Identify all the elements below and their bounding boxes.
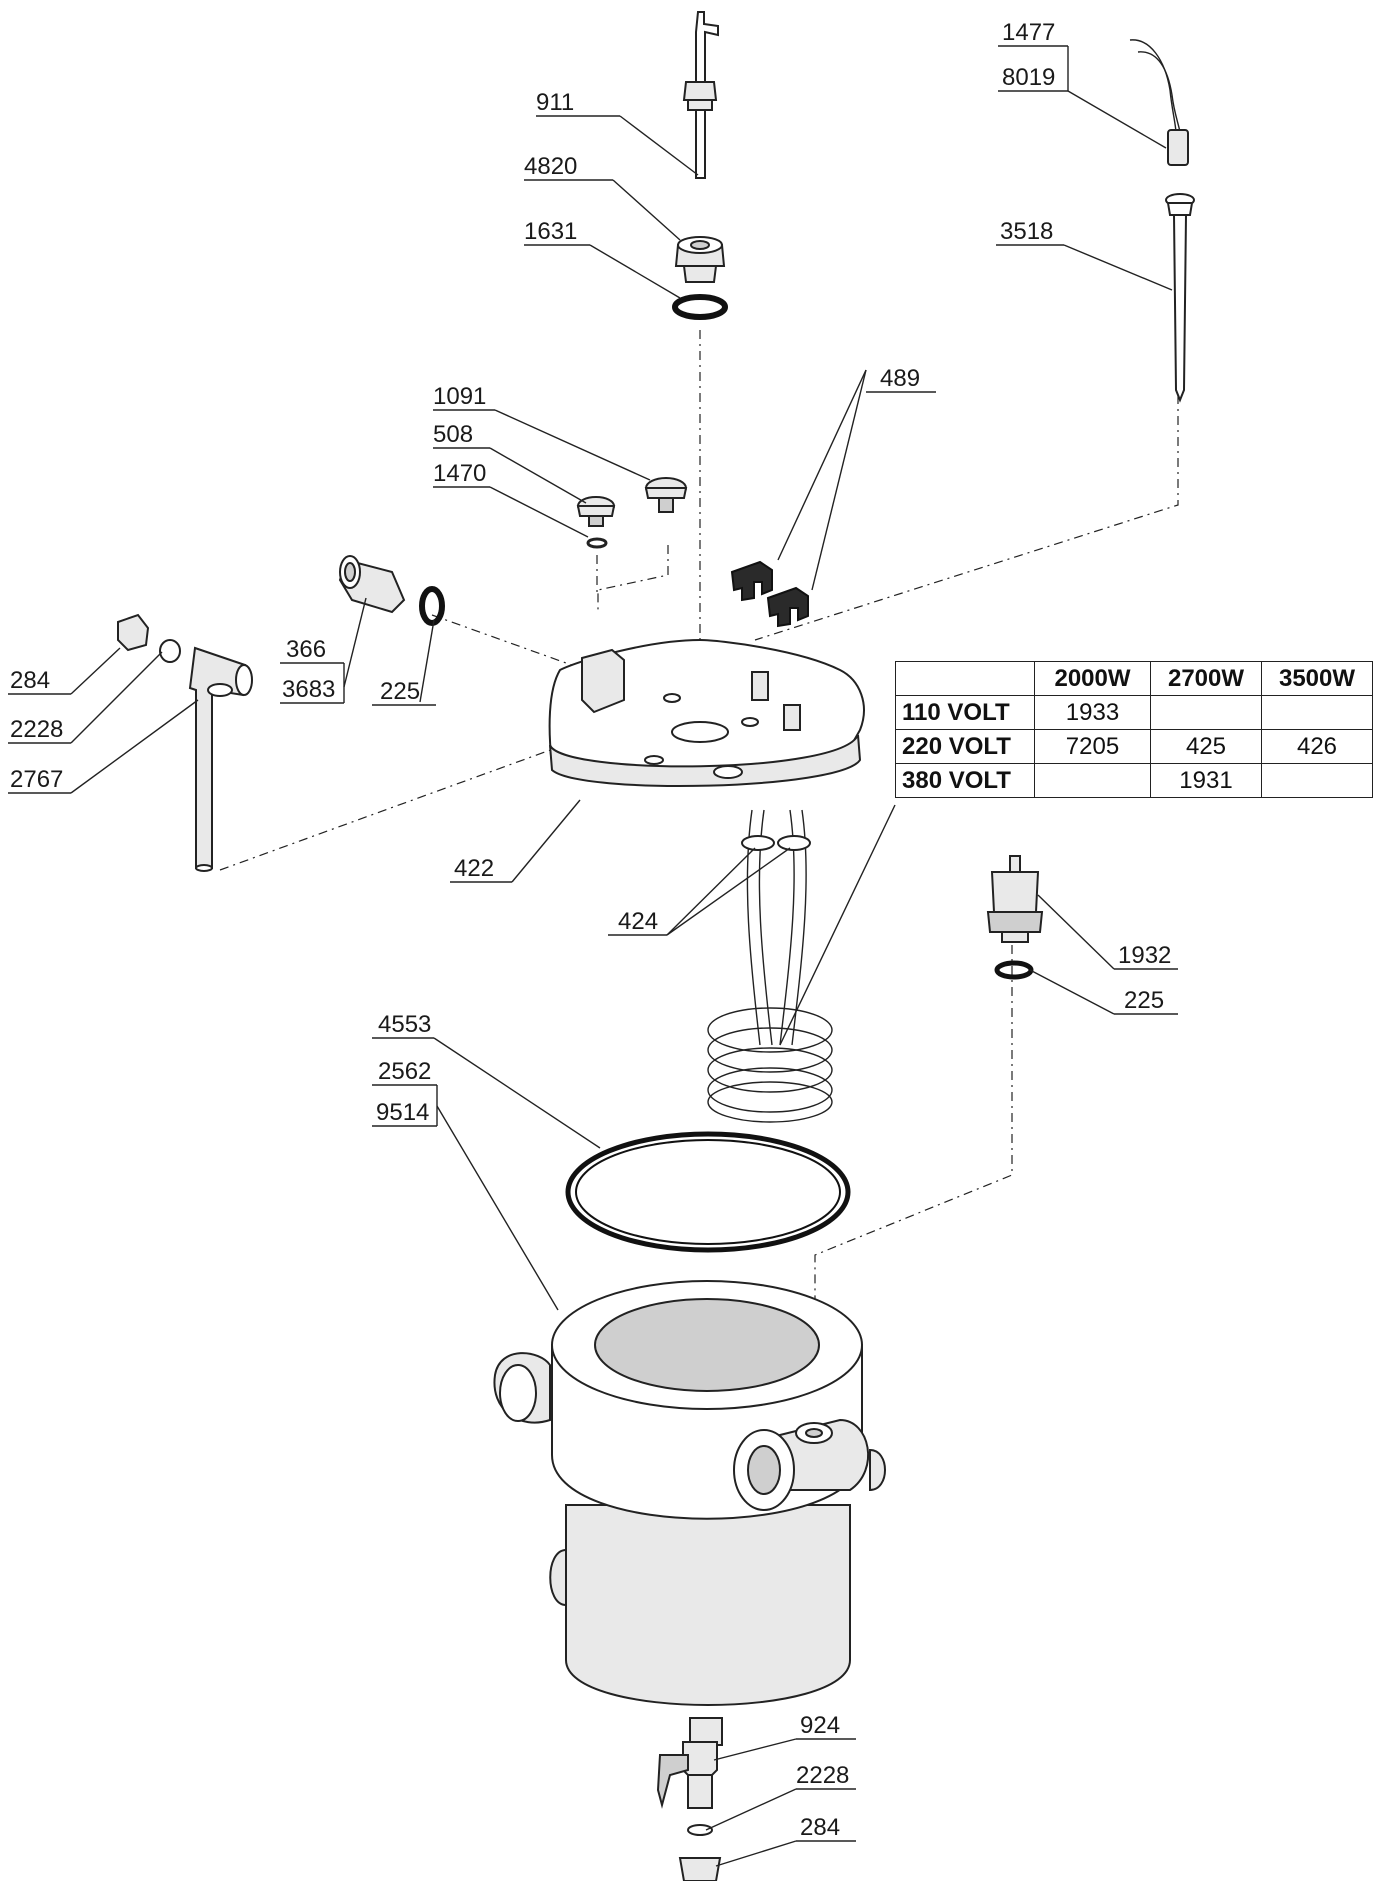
label-3683: 3683 xyxy=(282,676,335,703)
label-924: 924 xyxy=(800,1712,840,1739)
table-cell xyxy=(1034,763,1151,798)
heating-flange-plate xyxy=(548,638,865,787)
label-2228-top: 2228 xyxy=(10,716,63,743)
label-489: 489 xyxy=(880,365,920,392)
heating-element-coil xyxy=(707,809,833,1123)
label-9514: 9514 xyxy=(376,1099,429,1126)
table-cell xyxy=(1261,695,1373,730)
label-1091: 1091 xyxy=(433,383,486,410)
boiler-gasket-ring xyxy=(565,1131,851,1253)
temperature-sensor-part xyxy=(1129,39,1189,166)
label-424: 424 xyxy=(618,908,658,935)
table-cell: 7205 xyxy=(1034,729,1151,764)
label-1932: 1932 xyxy=(1118,942,1171,969)
table-cell: 1933 xyxy=(1034,695,1151,730)
assembly-axes xyxy=(219,330,1179,1380)
label-422: 422 xyxy=(454,855,494,882)
table-row: 220 VOLT 7205 425 426 xyxy=(895,729,1373,764)
label-366: 366 xyxy=(286,636,326,663)
label-911: 911 xyxy=(536,89,574,116)
label-225-right: 225 xyxy=(1124,987,1164,1014)
fitting-part xyxy=(674,236,726,283)
label-1631: 1631 xyxy=(524,218,577,245)
table-row: 110 VOLT 1933 xyxy=(895,695,1373,730)
table-row-voltage: 110 VOLT xyxy=(895,695,1035,730)
label-284-top: 284 xyxy=(10,667,50,694)
label-3518: 3518 xyxy=(1000,218,1053,245)
heating-element-spec-table: 2000W 2700W 3500W 110 VOLT 1933 220 VOLT… xyxy=(895,661,1373,798)
terminal-clips-part xyxy=(730,560,809,628)
label-8019: 8019 xyxy=(1002,64,1055,91)
label-1477: 1477 xyxy=(1002,19,1055,46)
table-row: 380 VOLT 1931 xyxy=(895,763,1373,798)
o-ring-225-left xyxy=(419,586,445,626)
cap-1091-part xyxy=(644,477,688,513)
label-2228-bottom: 2228 xyxy=(796,1762,849,1789)
label-4553: 4553 xyxy=(378,1011,431,1038)
label-225-left: 225 xyxy=(380,678,420,705)
table-header-row: 2000W 2700W 3500W xyxy=(895,661,1373,696)
union-fitting-part xyxy=(338,555,406,614)
table-cell xyxy=(1150,695,1262,730)
table-row-voltage: 220 VOLT xyxy=(895,729,1035,764)
callout-labels: 911 4820 1631 1477 8019 3518 1091 508 14… xyxy=(10,19,1171,1841)
table-cell: 1931 xyxy=(1150,763,1262,798)
washer-1470 xyxy=(586,537,608,549)
label-2767: 2767 xyxy=(10,766,63,793)
table-header-corner xyxy=(895,661,1035,696)
label-1470: 1470 xyxy=(433,460,486,487)
screw-508-part xyxy=(576,496,616,527)
label-underlines xyxy=(8,45,1178,1842)
table-cell: 426 xyxy=(1261,729,1373,764)
label-508: 508 xyxy=(433,421,473,448)
table-header-2700w: 2700W xyxy=(1150,661,1262,696)
table-cell xyxy=(1261,763,1373,798)
table-row-voltage: 380 VOLT xyxy=(895,763,1035,798)
table-header-2000w: 2000W xyxy=(1034,661,1151,696)
leader-lines xyxy=(70,90,1173,1867)
drain-valve-assembly xyxy=(656,1741,722,1881)
probe-rod-part xyxy=(682,11,719,179)
tee-pipe-assembly xyxy=(117,613,253,872)
o-ring-225-right xyxy=(994,960,1034,980)
label-4820: 4820 xyxy=(524,153,577,180)
sensor-sleeve-part xyxy=(1165,193,1195,403)
boiler-body xyxy=(493,1280,886,1746)
label-284-bottom: 284 xyxy=(800,1814,840,1841)
table-header-3500w: 3500W xyxy=(1261,661,1373,696)
label-2562: 2562 xyxy=(378,1058,431,1085)
safety-valve-part xyxy=(986,855,1044,943)
table-cell: 425 xyxy=(1150,729,1262,764)
o-ring-1631 xyxy=(672,294,728,320)
